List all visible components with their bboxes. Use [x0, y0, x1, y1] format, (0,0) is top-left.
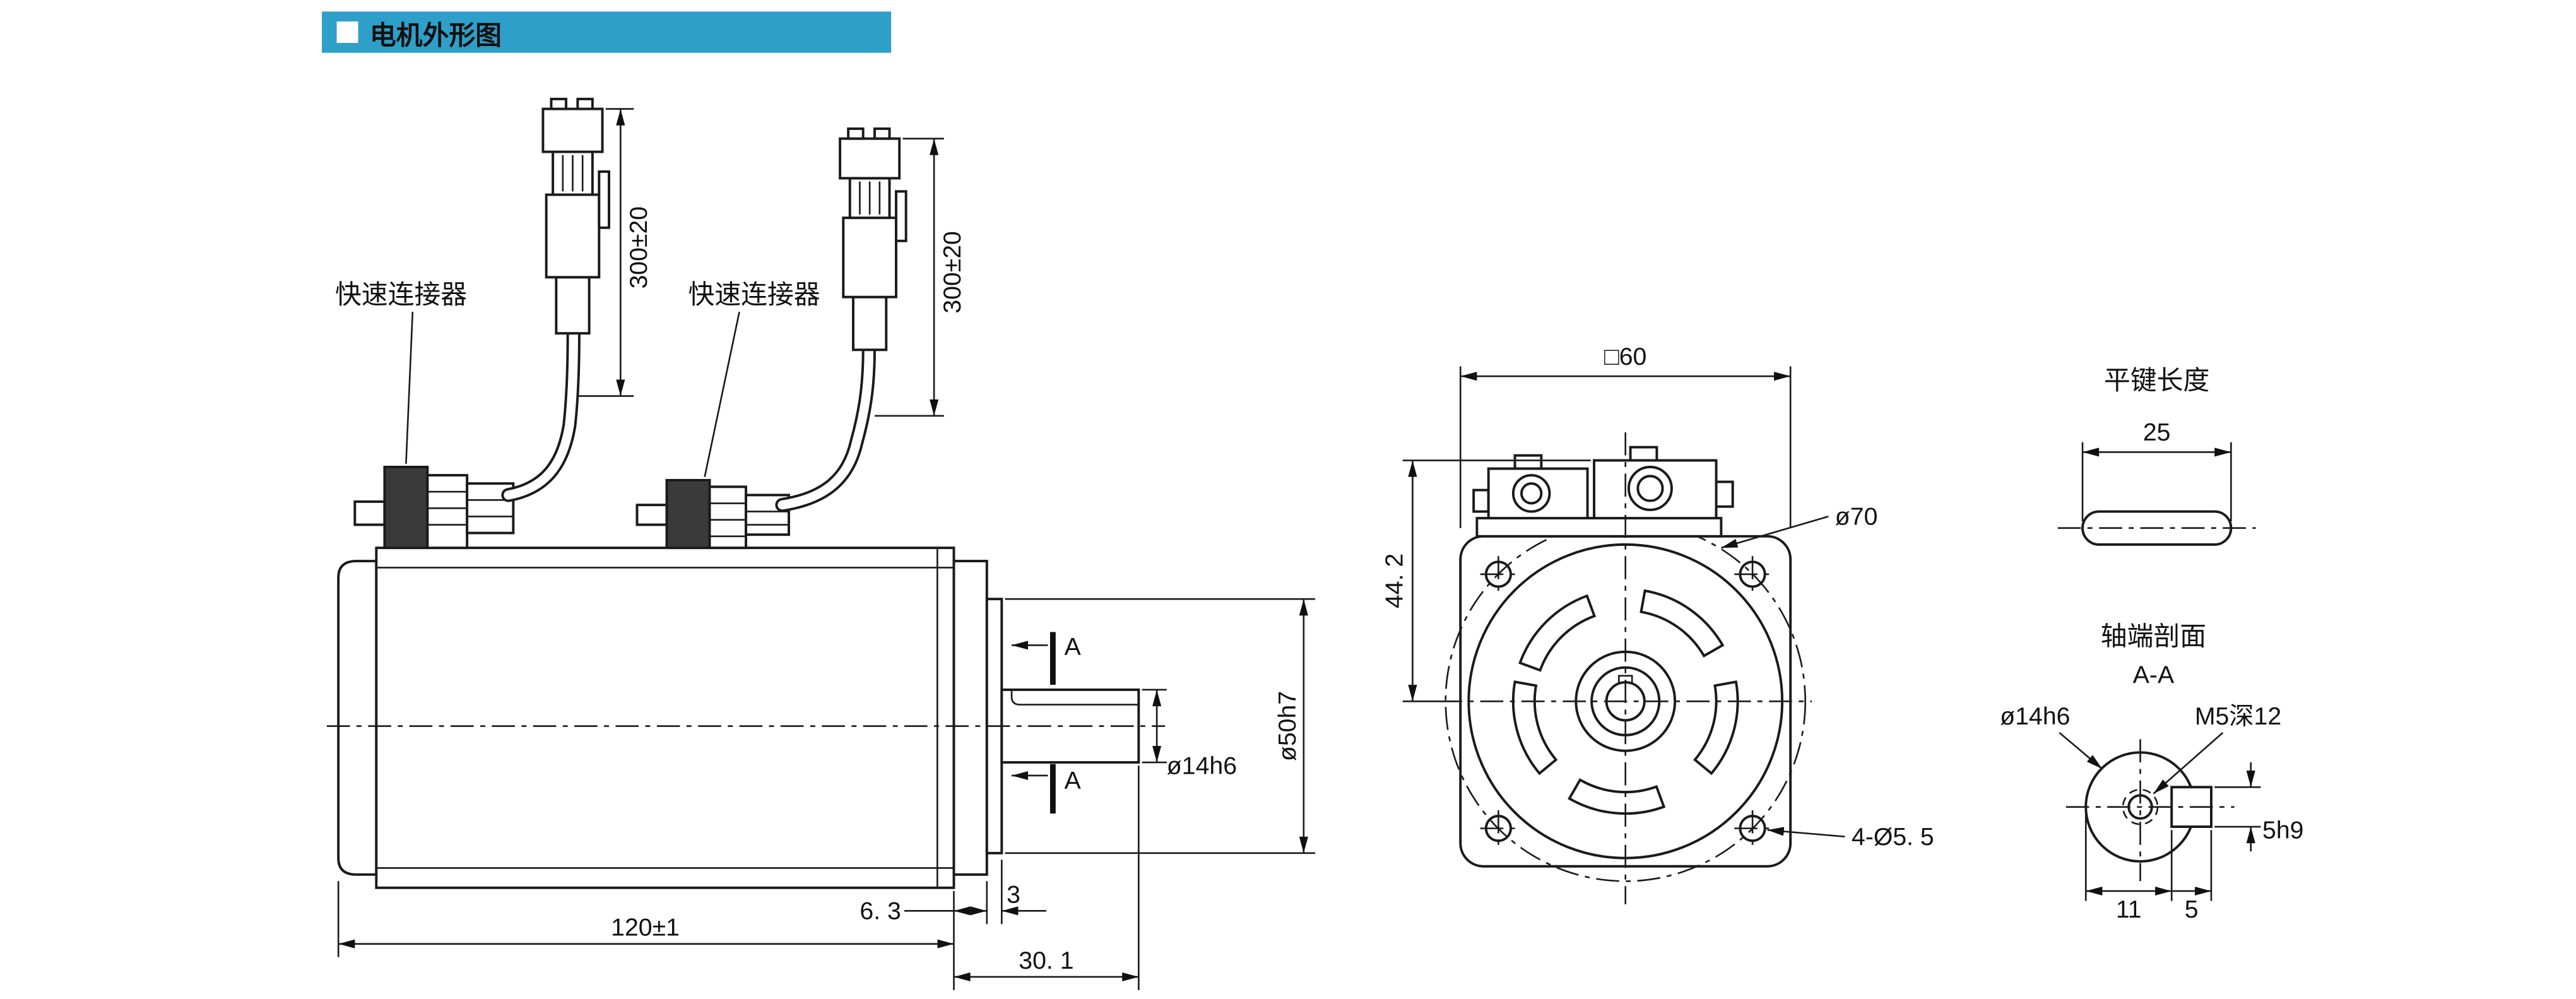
- front-flange: [952, 560, 988, 876]
- shaft-dia-text: ø14h6: [1167, 752, 1237, 779]
- section-subtitle: A-A: [2133, 661, 2175, 689]
- tap-callout: M5深12: [2153, 702, 2281, 795]
- cover-slots: [1511, 589, 1739, 815]
- bolt-circle-callout: ø70: [1721, 503, 1878, 549]
- front-keyway: [1617, 675, 1633, 683]
- key-protrusion-text: 5: [2185, 896, 2199, 923]
- leader-line: [704, 311, 740, 477]
- cable-length-dim-2: 300±20: [874, 138, 966, 417]
- flange-square-text: □60: [1604, 343, 1646, 370]
- leader-line: [405, 312, 414, 464]
- leader-line: [2059, 731, 2103, 770]
- connector-callout-2: 快速连接器: [688, 280, 820, 477]
- keyway-dims: 11 5: [2084, 813, 2213, 923]
- height-to-center-text: 44. 2: [1381, 553, 1409, 608]
- motor-body-outline: [326, 547, 1166, 889]
- section-header: 电机外形图: [322, 11, 892, 53]
- encoder-cable: [775, 343, 876, 512]
- spigot-dia-dim: ø50h7: [1005, 598, 1316, 854]
- height-to-center-dim: 44. 2: [1381, 459, 1591, 702]
- tap-hole: [2127, 794, 2153, 820]
- front-view: □60 44. 2 ø70 4-Ø5. 5: [1381, 343, 1934, 904]
- shaft-dia-dim: ø14h6: [1142, 689, 1237, 779]
- section-shaft-dia-callout: ø14h6: [2000, 702, 2103, 770]
- spigot-dia-text: ø50h7: [1273, 691, 1301, 761]
- quick-connector-label-2: 快速连接器: [688, 280, 820, 309]
- rear-cover: [337, 560, 378, 876]
- bolt-circle-text: ø70: [1835, 503, 1878, 531]
- keyway-across-text: 11: [2116, 896, 2142, 923]
- leader-line: [1767, 827, 1845, 838]
- header-bar: [322, 11, 892, 53]
- key-view-title: 平键长度: [2104, 365, 2209, 395]
- mounting-holes-callout: 4-Ø5. 5: [1767, 823, 1934, 851]
- tap-thread: [2122, 788, 2159, 825]
- cable-length-dim-1: 300±20: [577, 108, 653, 397]
- power-connector: [353, 466, 515, 550]
- spigot-step-text: 3: [1007, 880, 1020, 908]
- leader-line: [2153, 731, 2224, 795]
- key-length-text: 25: [2143, 418, 2171, 446]
- mounting-holes-text: 4-Ø5. 5: [1852, 823, 1934, 851]
- key-width-dim: 5h9: [2214, 762, 2303, 852]
- cable-length-2: 300±20: [938, 231, 966, 314]
- header-square-icon: [336, 21, 358, 43]
- flange-square-dim: □60: [1459, 343, 1792, 528]
- shaft-section-view: 轴端剖面 A-A ø14h6 M5深12 5h9: [2000, 621, 2303, 923]
- quick-connector-label-1: 快速连接器: [335, 280, 467, 309]
- shaft-keyway-line: [1010, 689, 1139, 706]
- section-letter-top: A: [1065, 633, 1082, 661]
- power-cable: [501, 326, 581, 502]
- connector-callout-1: 快速连接器: [335, 280, 467, 464]
- cable-length-1: 300±20: [625, 206, 653, 289]
- key-view: 平键长度 25: [2057, 365, 2256, 546]
- section-title: 轴端剖面: [2101, 621, 2206, 651]
- key-width-text: 5h9: [2262, 816, 2303, 844]
- page-title: 电机外形图: [370, 21, 502, 50]
- power-plug: [541, 97, 610, 335]
- side-view: 300±20 300±20 快速连接器 快速连接器 A A: [326, 97, 1316, 990]
- tap-depth-text: M5深12: [2195, 702, 2281, 730]
- front-connectors: [1472, 446, 1734, 538]
- encoder-plug: [839, 127, 907, 352]
- body-length-text: 120±1: [611, 914, 680, 942]
- section-shaft-dia-text: ø14h6: [2000, 702, 2070, 730]
- encoder-connector: [635, 478, 790, 550]
- section-letter-bottom: A: [1065, 767, 1082, 795]
- leader-line: [1721, 516, 1829, 549]
- length-dims: 6. 3 3 120±1 30. 1: [337, 766, 1140, 990]
- shaft-ext-text: 30. 1: [1019, 947, 1073, 974]
- section-cut-marks: A A: [1012, 632, 1082, 814]
- motor-housing: [375, 547, 955, 889]
- flange-thickness-text: 6. 3: [860, 897, 901, 925]
